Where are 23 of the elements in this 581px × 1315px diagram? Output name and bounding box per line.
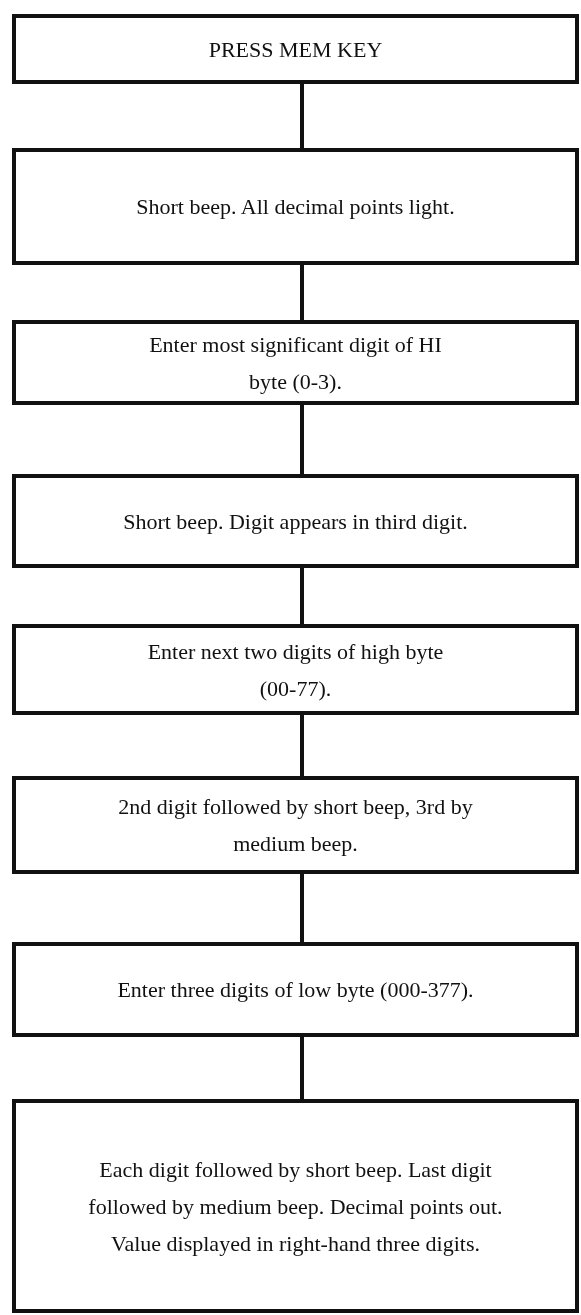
step-text: 2nd digit followed by short beep, 3rd by medium beep.	[117, 793, 474, 858]
connector-line	[300, 568, 304, 624]
process-box	[12, 474, 579, 568]
step-text: Short beep. Digit appears in third digit.	[123, 507, 468, 536]
step-text: Short beep. All decimal points light.	[136, 193, 455, 221]
process-box	[12, 1099, 579, 1313]
step-text: Enter next two digits of high byte (00-77).	[146, 637, 445, 703]
step-text: Enter most significant digit of HI byte (0-3).	[148, 330, 443, 396]
process-box	[12, 320, 579, 405]
process-box	[12, 148, 579, 265]
process-box	[12, 14, 579, 84]
step-text: Enter three digits of low byte (000-377).	[117, 976, 474, 1004]
connector-line	[300, 84, 304, 148]
connector-line	[300, 405, 304, 474]
process-box	[12, 624, 579, 715]
connector-line	[300, 1037, 304, 1099]
process-box	[12, 942, 579, 1037]
connector-line	[300, 265, 304, 320]
step-text: Each digit followed by short beep. Last digit followed by medium beep. Decimal points out. Value displayed in right-hand three digits.	[87, 1155, 504, 1258]
step-text: PRESS MEM KEY	[208, 35, 383, 64]
process-box	[12, 776, 579, 874]
connector-line	[300, 715, 304, 776]
connector-line	[300, 874, 304, 942]
